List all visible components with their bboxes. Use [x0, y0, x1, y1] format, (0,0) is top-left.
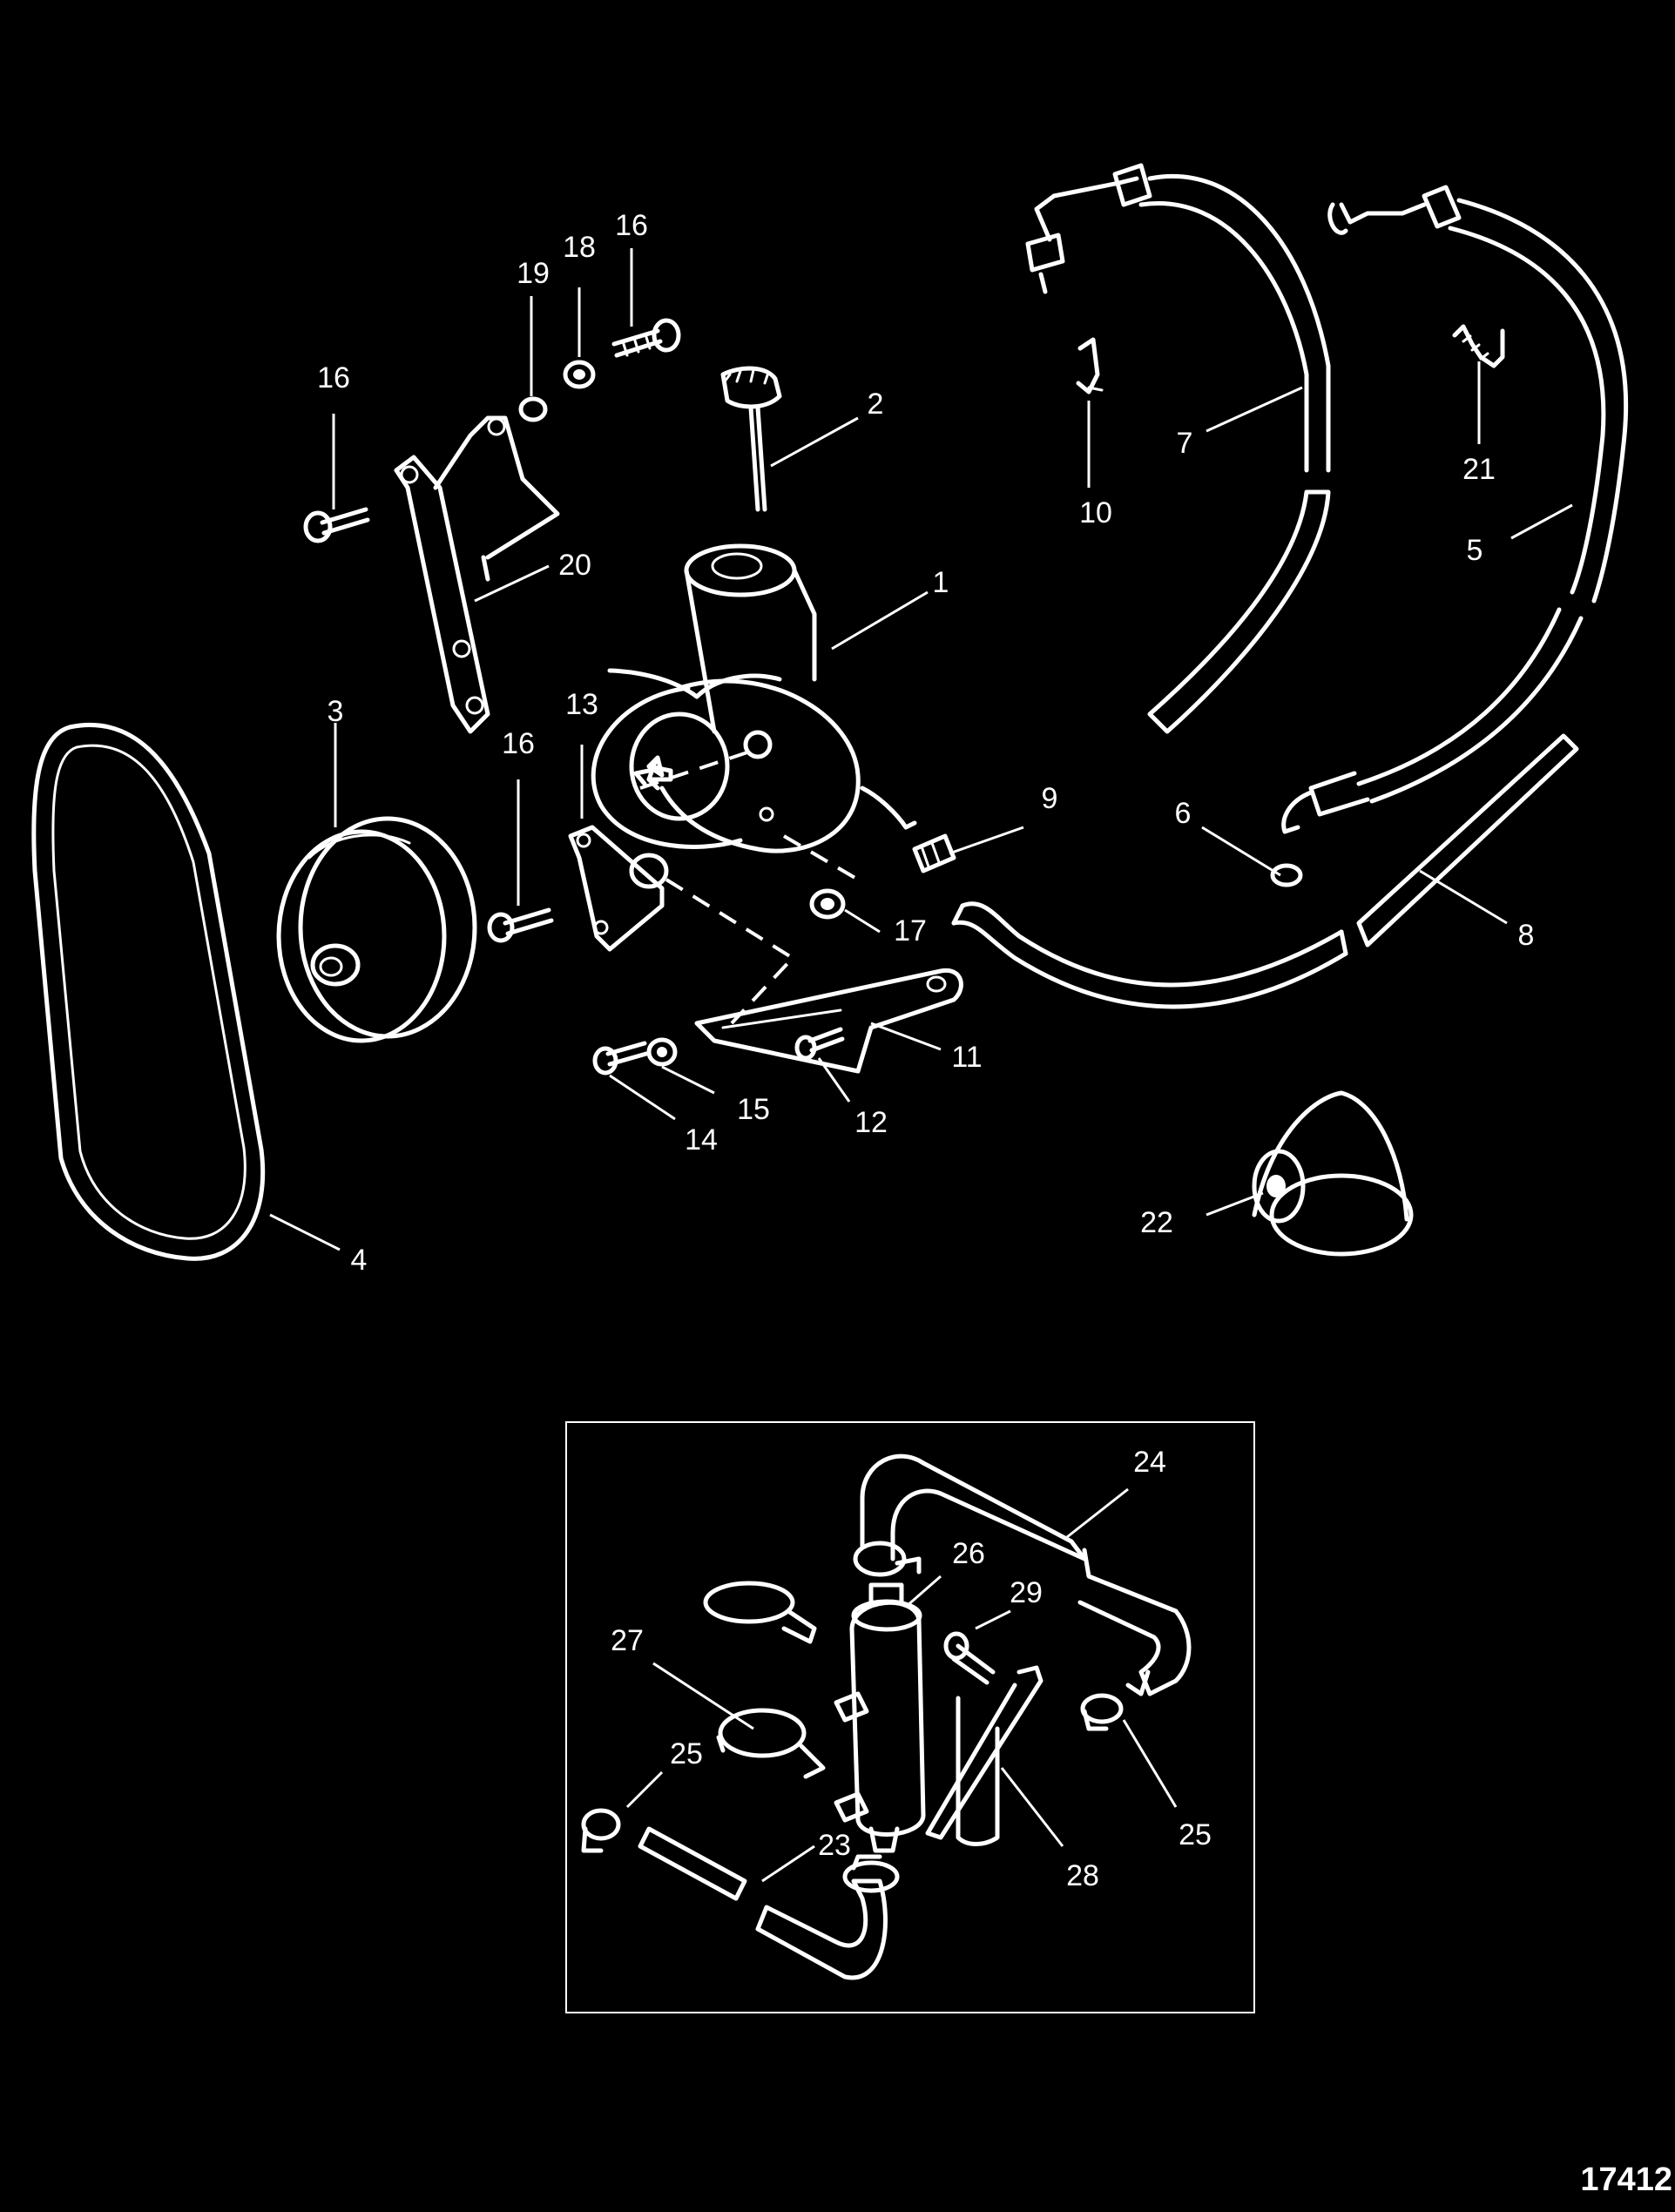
- callout-15: 15: [737, 1093, 770, 1126]
- o-ring: [1270, 863, 1303, 887]
- nut: [809, 888, 846, 920]
- callout-24: 24: [1133, 1446, 1166, 1479]
- callout-7: 7: [1177, 427, 1193, 460]
- dipstick-cap: [720, 366, 782, 512]
- bolt: [943, 1631, 996, 1685]
- inset-frame: [565, 1421, 1255, 2013]
- assembly-line: [639, 747, 860, 1025]
- pulley: [276, 816, 477, 1043]
- callout-17: 17: [894, 914, 927, 948]
- callout-8: 8: [1518, 919, 1535, 952]
- callout-1: 1: [933, 566, 949, 599]
- callout-27: 27: [611, 1624, 644, 1657]
- callout-3: 3: [328, 695, 344, 728]
- callout-9: 9: [1042, 782, 1058, 815]
- hose-section: [951, 733, 1579, 1009]
- pulley-cover: [1252, 1090, 1414, 1257]
- mounting-bracket: [394, 415, 560, 734]
- bolt: [592, 1041, 649, 1076]
- callout-4: 4: [351, 1244, 368, 1277]
- callout-20: 20: [558, 549, 591, 582]
- callout-2: 2: [868, 388, 884, 421]
- reference-number: 17412: [1580, 2161, 1672, 2198]
- cooler-bracket: [925, 1665, 1043, 1846]
- cooler-hose: [860, 1453, 1192, 1696]
- callout-10: 10: [1079, 496, 1112, 529]
- hose-clamp: [853, 1541, 922, 1577]
- return-hose: [1281, 185, 1628, 834]
- callout-leaders: [269, 248, 1573, 1883]
- callout-25-right: 25: [1179, 1818, 1212, 1851]
- callout-21: 21: [1462, 453, 1496, 486]
- callout-25-left: 25: [670, 1737, 703, 1770]
- callout-12: 12: [854, 1106, 888, 1139]
- power-steering-pump: [591, 543, 917, 853]
- callout-6: 6: [1175, 797, 1192, 830]
- oil-cooler: [834, 1582, 926, 1853]
- hose-clamp: [703, 1581, 817, 1644]
- spacer: [518, 396, 548, 422]
- callout-11: 11: [951, 1041, 982, 1074]
- pressure-hose: [1025, 163, 1331, 734]
- callout-26: 26: [952, 1537, 985, 1570]
- callout-labels: 1 2 3 4 5 6 7 8 9 10 11 12 13 14 15 16 1…: [317, 209, 1534, 1892]
- callout-22: 22: [1140, 1206, 1173, 1239]
- callout-14: 14: [685, 1123, 718, 1157]
- callout-13: 13: [565, 688, 598, 721]
- bolt: [303, 507, 370, 543]
- cooler-hose-lower: [638, 1826, 888, 1980]
- washer: [646, 1037, 678, 1067]
- hose-clamp: [842, 1854, 900, 1893]
- callout-29: 29: [1010, 1576, 1043, 1609]
- hose-clamp: [716, 1708, 826, 1779]
- bolt: [487, 907, 554, 943]
- fitting: [912, 833, 956, 873]
- brace-plate: [568, 825, 669, 952]
- adjusting-arm: [694, 968, 963, 1074]
- callout-19: 19: [517, 257, 550, 290]
- hose-clamp: [1080, 1693, 1124, 1731]
- bolt: [794, 1027, 845, 1061]
- bolt: [611, 318, 681, 358]
- drive-belt: [31, 722, 266, 1261]
- callout-23: 23: [818, 1829, 851, 1862]
- callout-28: 28: [1066, 1859, 1099, 1892]
- hose-clamp: [581, 1808, 621, 1853]
- callout-16-lower: 16: [502, 727, 535, 760]
- callout-5: 5: [1467, 534, 1483, 567]
- hose-clip: [1076, 337, 1104, 395]
- callout-18: 18: [563, 231, 596, 264]
- hose-clamp: [1452, 324, 1505, 368]
- callout-16-top: 16: [615, 209, 648, 242]
- callout-16-left: 16: [317, 361, 350, 395]
- washer: [563, 360, 596, 389]
